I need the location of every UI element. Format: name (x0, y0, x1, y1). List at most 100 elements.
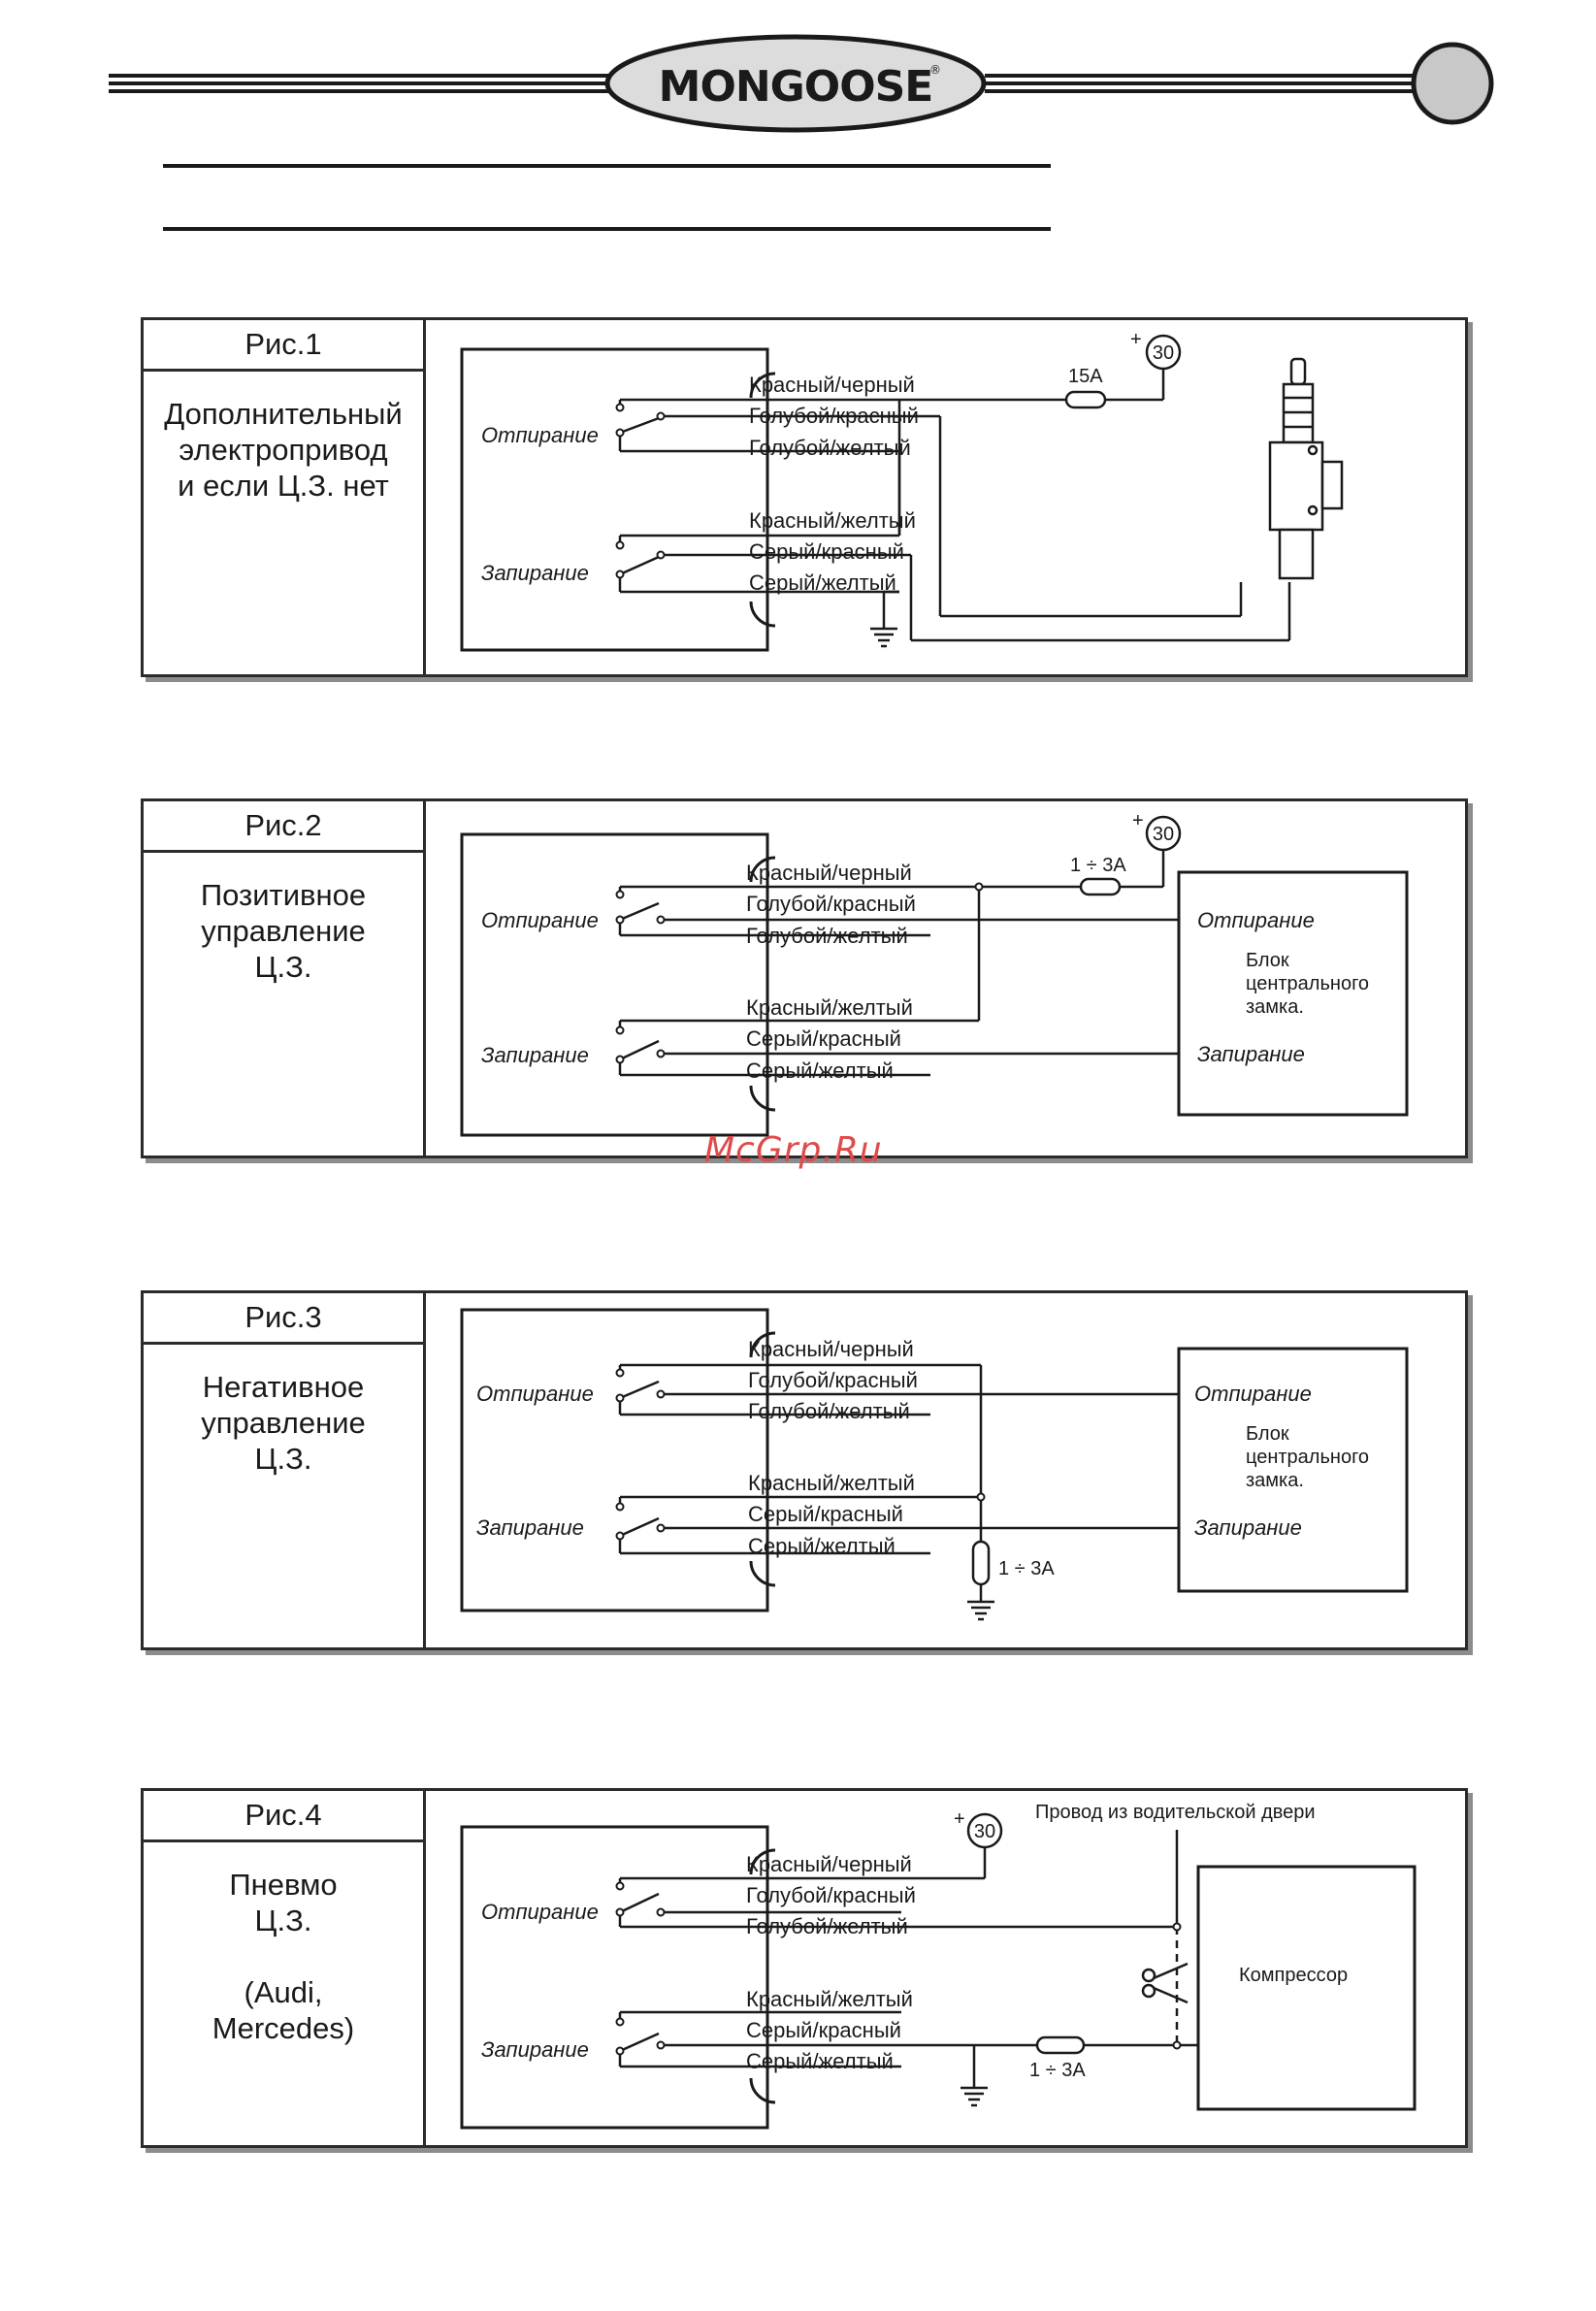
block-name-line-3: замка. (1246, 996, 1304, 1018)
block-lock-label: Запирание (1197, 1042, 1305, 1066)
terminal-30 (1145, 815, 1182, 852)
figure-3-panel: Рис.3 Негативное управление Ц.З. (141, 1290, 1468, 1650)
figure-1-panel: Рис.1 Дополнительный электропривод и есл… (141, 317, 1468, 677)
figure-1-caption: Рис.1 Дополнительный электропривод и есл… (144, 320, 426, 674)
compressor-block (1196, 1865, 1417, 2111)
wire-label-red-yellow: Красный/желтый (748, 1471, 915, 1495)
wire-label-blue-red: Голубой/красный (748, 1368, 918, 1392)
figure-3-title: Рис.3 (144, 1293, 423, 1345)
brand-logo-oval (604, 34, 987, 133)
figure-4-diagram: Провод из водительской двери (426, 1791, 1462, 2150)
brand-registered-mark: ® (929, 63, 941, 77)
unlock-label: Отпирание (481, 1900, 599, 1924)
terminal-30-label: 30 (974, 1821, 995, 1842)
fuse-label: 1 ÷ 3А (998, 1558, 1055, 1579)
relay-box (460, 1825, 769, 2130)
wire-label-gray-red: Серый/красный (746, 2018, 901, 2042)
terminal-plus: + (954, 1808, 965, 1830)
central-lock-block (1177, 870, 1409, 1117)
wire-label-gray-yellow: Серый/желтый (746, 1058, 894, 1083)
figure-2-panel: Рис.2 Позитивное управление Ц.З. (141, 798, 1468, 1158)
ground-symbol (870, 627, 897, 648)
figure-1-diagram: Отпирание Запирание Красный/черный Голуб… (426, 320, 1462, 679)
unlock-label: Отпирание (481, 423, 599, 447)
figure-4-description: Пневмо Ц.З. (Audi, Mercedes) (212, 1868, 355, 2045)
wire-label-red-black: Красный/черный (749, 373, 915, 397)
fuse-label: 1 ÷ 3А (1070, 855, 1126, 876)
ground-symbol (961, 2086, 988, 2107)
scissors-icon (1141, 1962, 1189, 2004)
block-name-line-2: центрального (1246, 973, 1369, 994)
block-name-line-1: Блок (1246, 950, 1289, 971)
wire-label-blue-red: Голубой/красный (746, 892, 916, 916)
figure-4-wiring: Провод из водительской двери (460, 1802, 1417, 2130)
section-title-rule-bottom (163, 227, 1051, 231)
terminal-30 (1145, 334, 1182, 371)
page-header: MONGOOSE ® (0, 0, 1596, 252)
figure-3-description: Негативное управление Ц.З. (201, 1370, 366, 1476)
block-name-line-2: центрального (1246, 1447, 1369, 1468)
figure-4-caption: Рис.4 Пневмо Ц.З. (Audi, Mercedes) (144, 1791, 426, 2145)
fuse (1079, 877, 1122, 896)
terminal-plus: + (1132, 810, 1144, 831)
terminal-30 (966, 1812, 1003, 1849)
wire-label-red-black: Красный/черный (746, 1852, 912, 1876)
wire-label-gray-red: Серый/красный (748, 1502, 903, 1526)
figure-2-diagram: Отпирание Запирание Красный/черный Голуб… (426, 801, 1462, 1160)
lock-label: Запирание (481, 2037, 589, 2062)
wire-label-red-black: Красный/черный (746, 861, 912, 885)
wire-label-blue-yellow: Голубой/желтый (746, 924, 908, 948)
wire-label-gray-yellow: Серый/желтый (746, 2049, 894, 2073)
figure-2-title: Рис.2 (144, 801, 423, 853)
wire-label-blue-yellow: Голубой/желтый (748, 1399, 910, 1423)
page-number-circle (1411, 42, 1494, 125)
central-lock-block (1177, 1347, 1409, 1593)
header-rule-left (109, 74, 613, 93)
figure-2-wiring: Отпирание Запирание Красный/черный Голуб… (460, 810, 1409, 1137)
fuse (971, 1540, 991, 1586)
wire-label-red-yellow: Красный/желтый (746, 1987, 913, 2011)
lock-relay (618, 534, 911, 594)
figure-4-panel: Рис.4 Пневмо Ц.З. (Audi, Mercedes) Прово… (141, 1788, 1468, 2148)
wire-label-red-black: Красный/черный (748, 1337, 914, 1361)
lock-label: Запирание (481, 561, 589, 585)
figure-2-caption: Рис.2 Позитивное управление Ц.З. (144, 801, 426, 1156)
unlock-label: Отпирание (481, 908, 599, 932)
header-graphics: MONGOOSE ® (109, 34, 1494, 231)
figure-3-caption: Рис.3 Негативное управление Ц.З. (144, 1293, 426, 1647)
header-rule-right (985, 74, 1417, 93)
figure-4-title: Рис.4 (144, 1791, 423, 1842)
figure-2-description: Позитивное управление Ц.З. (200, 878, 367, 984)
terminal-plus: + (1130, 329, 1142, 350)
wire-label-red-yellow: Красный/желтый (746, 995, 913, 1020)
block-name-line-3: замка. (1246, 1470, 1304, 1491)
block-unlock-label: Отпирание (1197, 908, 1315, 932)
wire-label-gray-yellow: Серый/желтый (748, 1534, 896, 1558)
unlock-relay (618, 398, 911, 453)
relay-box (460, 1308, 769, 1612)
wire-label-gray-yellow: Серый/желтый (749, 570, 896, 595)
fuse-label: 15А (1068, 366, 1103, 387)
section-title-rule-top (163, 164, 1051, 168)
figure-3-wiring: Отпирание Запирание Красный/черный Голуб… (460, 1308, 1409, 1621)
fuse-label: 1 ÷ 3А (1029, 2060, 1086, 2081)
compressor-label: Компрессор (1239, 1965, 1348, 1986)
figure-1-title: Рис.1 (144, 320, 423, 372)
terminal-30-label: 30 (1153, 342, 1174, 364)
watermark: McGrp.Ru (704, 1130, 883, 1170)
relay-box (460, 347, 769, 652)
terminal-30-label: 30 (1153, 824, 1174, 845)
wire-label-blue-red: Голубой/красный (749, 404, 919, 428)
lock-label: Запирание (476, 1515, 584, 1540)
wire-label-red-yellow: Красный/желтый (749, 508, 916, 533)
actuator-icon (1268, 357, 1344, 580)
relay-box (460, 832, 769, 1137)
wire-label-blue-red: Голубой/красный (746, 1883, 916, 1907)
lock-label: Запирание (481, 1043, 589, 1067)
block-unlock-label: Отпирание (1194, 1382, 1312, 1406)
brand-logo: MONGOOSE (659, 62, 933, 112)
wire-label-blue-yellow: Голубой/желтый (746, 1914, 908, 1938)
wire-label-blue-yellow: Голубой/желтый (749, 436, 911, 460)
fuse-15a (1064, 390, 1107, 409)
unlock-label: Отпирание (476, 1382, 594, 1406)
